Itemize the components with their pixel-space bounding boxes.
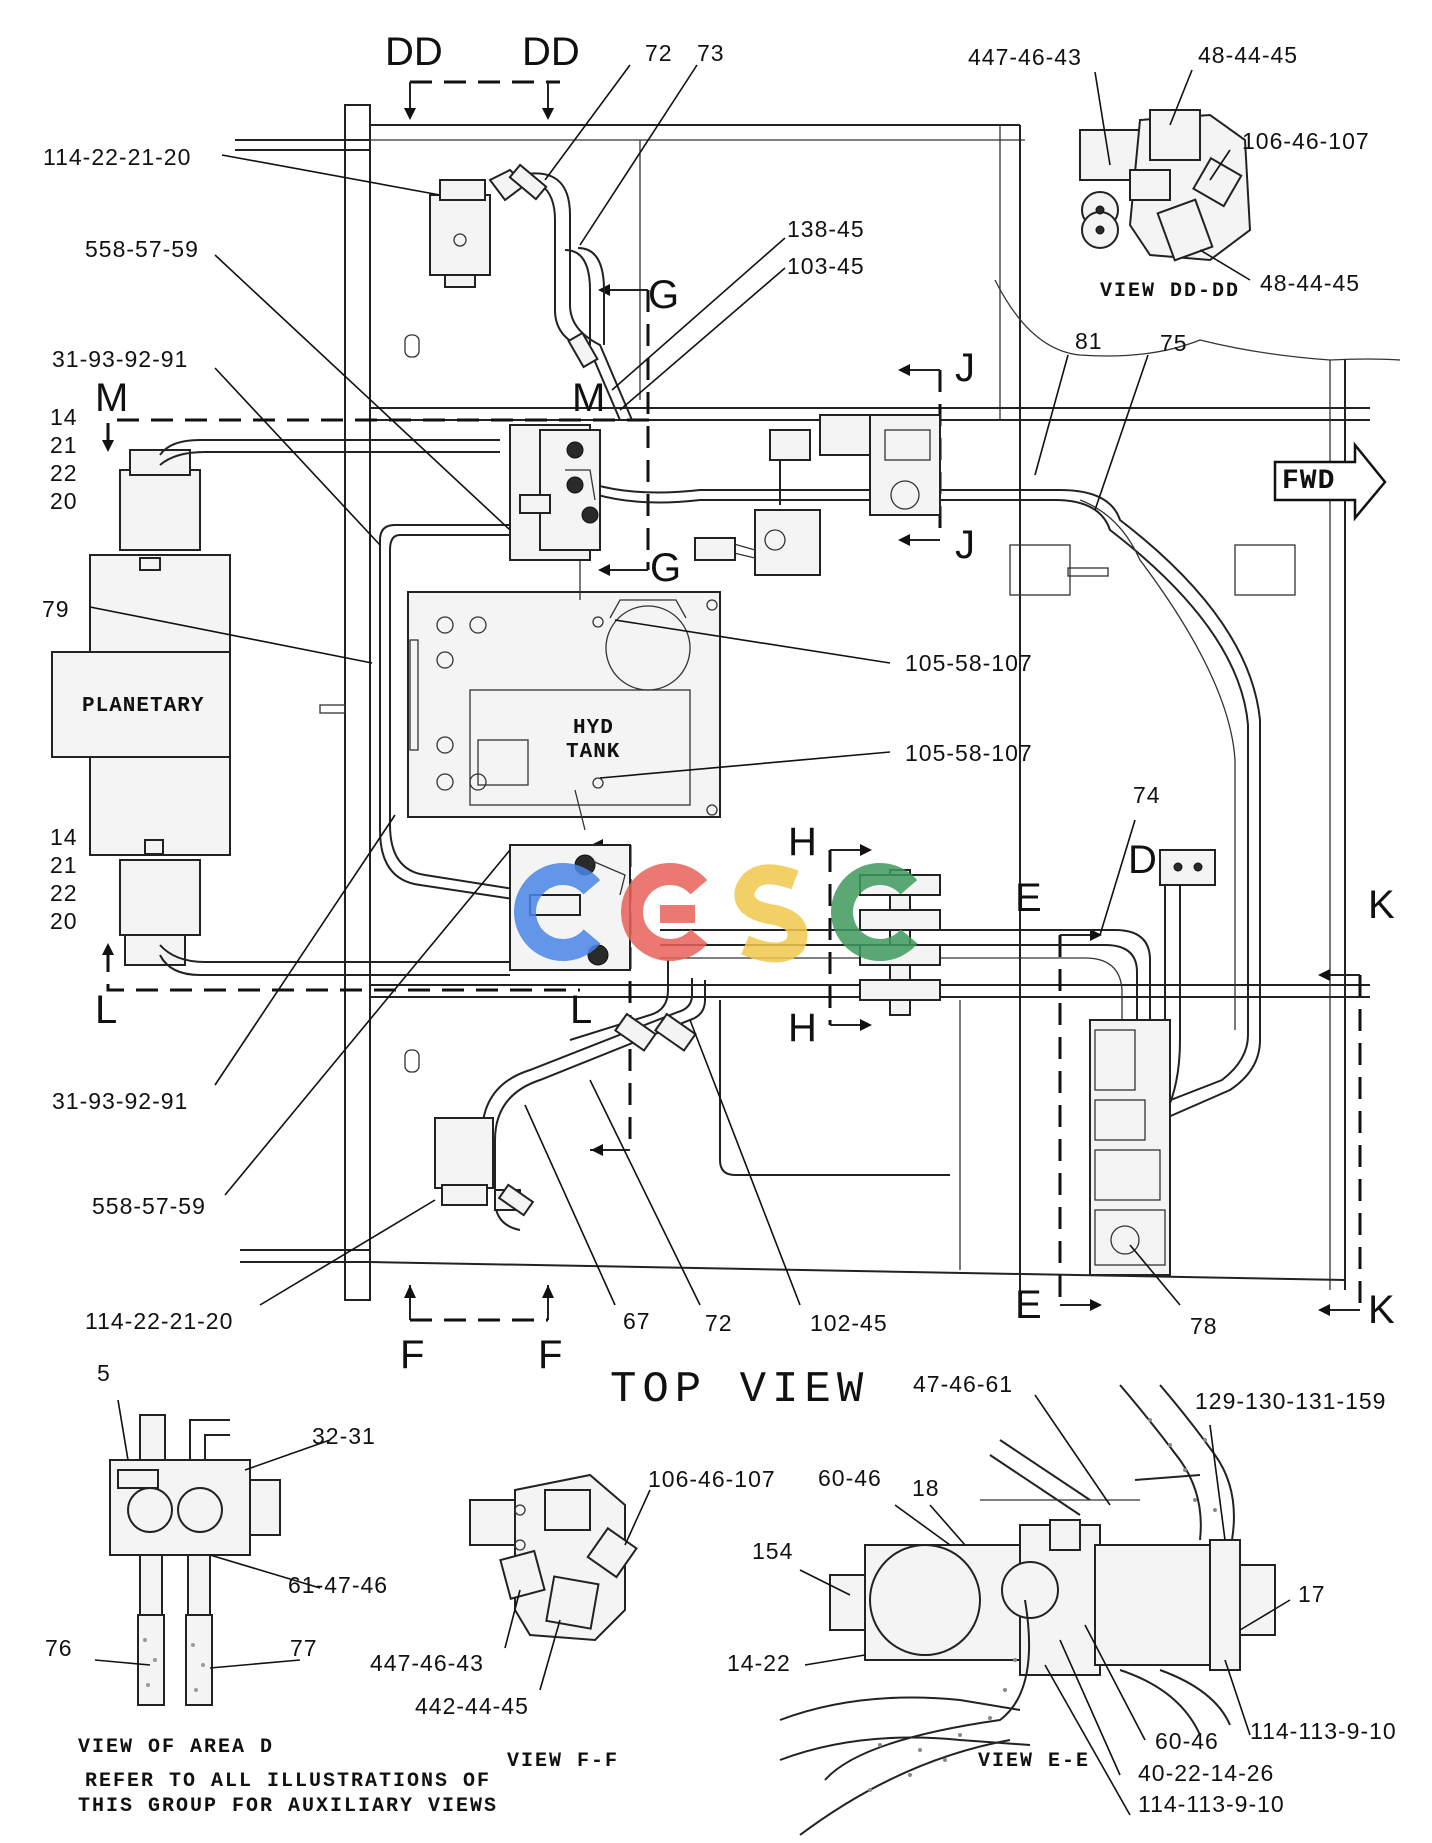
callout-17: 17	[1298, 1581, 1326, 1607]
callout-79: 79	[42, 596, 70, 622]
callout-106-46-107-ff: 106-46-107	[648, 1466, 776, 1492]
fwd-label: FWD	[1282, 466, 1336, 497]
callout-47-46-61: 47-46-61	[913, 1371, 1014, 1397]
callout-61-47-46: 61-47-46	[288, 1572, 389, 1598]
callout-48-44-45-top: 48-44-45	[1198, 42, 1299, 68]
planetary-drawing	[51, 449, 231, 966]
watermark-logo	[514, 863, 929, 963]
hyd-tank-label-line2: TANK	[566, 741, 621, 764]
section-l-left: L	[95, 988, 118, 1032]
callout-31-93-92-91-top: 31-93-92-91	[52, 346, 189, 372]
section-dd-left: DD	[385, 30, 443, 74]
callout-stack-top-22: 22	[50, 460, 78, 486]
section-dd-right: DD	[522, 30, 580, 74]
callout-76: 76	[45, 1635, 73, 1661]
callout-78: 78	[1190, 1313, 1218, 1339]
view-e-e-drawing	[779, 1384, 1276, 1836]
callout-stack-bottom-14: 14	[50, 824, 78, 850]
callout-40-22-14-26: 40-22-14-26	[1138, 1760, 1275, 1786]
callout-stack-top-21: 21	[50, 432, 78, 458]
section-m-left: M	[95, 376, 129, 420]
callout-stack-top-14: 14	[50, 404, 78, 430]
view-f-f-drawing	[469, 1473, 638, 1642]
section-g-top: G	[648, 273, 680, 317]
callout-5: 5	[97, 1360, 111, 1386]
note-line-2: THIS GROUP FOR AUXILIARY VIEWS	[78, 1795, 499, 1818]
callout-447-46-43-top: 447-46-43	[968, 44, 1082, 70]
callout-138-45: 138-45	[787, 216, 865, 242]
section-k-top: K	[1368, 883, 1395, 927]
callout-60-46-top: 60-46	[818, 1465, 882, 1491]
section-h-bottom: H	[788, 1006, 817, 1050]
callout-67: 67	[623, 1308, 651, 1334]
callout-114-113-9-10-right: 114-113-9-10	[1250, 1718, 1397, 1744]
callout-81: 81	[1075, 328, 1103, 354]
section-k-bottom: K	[1368, 1288, 1395, 1332]
caption-view-dd-dd: VIEW DD-DD	[1100, 280, 1241, 303]
caption-view-f-f: VIEW F-F	[507, 1750, 620, 1773]
section-f-right: F	[538, 1333, 563, 1377]
callout-77: 77	[290, 1635, 318, 1661]
callout-106-46-107-top: 106-46-107	[1242, 128, 1370, 154]
callout-447-46-43-ff: 447-46-43	[370, 1650, 484, 1676]
callout-18: 18	[912, 1475, 940, 1501]
callout-558-57-59-bottom: 558-57-59	[92, 1193, 206, 1219]
callout-73: 73	[697, 40, 725, 66]
callout-114-113-9-10-bottom: 114-113-9-10	[1138, 1791, 1285, 1817]
callout-stack-bottom-22: 22	[50, 880, 78, 906]
callout-32-31: 32-31	[312, 1423, 376, 1449]
callout-31-93-92-91-bottom: 31-93-92-91	[52, 1088, 189, 1114]
callout-105-58-107-a: 105-58-107	[905, 650, 1033, 676]
view-dd-dd-drawing	[1079, 109, 1252, 262]
caption-view-e-e: VIEW E-E	[978, 1750, 1091, 1773]
callout-72-bottom: 72	[705, 1310, 733, 1336]
callout-72-top: 72	[645, 40, 673, 66]
section-j-bottom: J	[955, 523, 975, 567]
top-view-title: TOP VIEW	[610, 1365, 870, 1415]
callout-48-44-45-mid: 48-44-45	[1260, 270, 1361, 296]
callout-105-58-107-b: 105-58-107	[905, 740, 1033, 766]
callout-102-45: 102-45	[810, 1310, 888, 1336]
callout-114-22-21-20-top: 114-22-21-20	[43, 144, 192, 170]
callout-558-57-59-top: 558-57-59	[85, 236, 199, 262]
section-f-left: F	[400, 1333, 425, 1377]
note-line-1: REFER TO ALL ILLUSTRATIONS OF	[85, 1770, 492, 1793]
callout-114-22-21-20-bottom: 114-22-21-20	[85, 1308, 234, 1334]
callout-129-130-131-159: 129-130-131-159	[1195, 1388, 1387, 1414]
callout-154: 154	[752, 1538, 794, 1564]
hydraulic-tank-drawing	[407, 591, 721, 818]
section-g-bottom: G	[650, 546, 682, 590]
callout-stack-bottom-20: 20	[50, 908, 78, 934]
caption-view-area-d: VIEW OF AREA D	[78, 1736, 275, 1759]
callout-60-46-bottom: 60-46	[1155, 1728, 1219, 1754]
fwd-arrow	[1273, 441, 1387, 522]
callout-442-44-45-ff: 442-44-45	[415, 1693, 529, 1719]
section-h-top: H	[788, 820, 817, 864]
callout-75: 75	[1160, 330, 1188, 356]
section-e-top: E	[1015, 876, 1042, 920]
callout-14-22: 14-22	[727, 1650, 791, 1676]
section-m-center: M	[572, 376, 606, 420]
section-e-bottom: E	[1015, 1283, 1042, 1327]
planetary-label: PLANETARY	[82, 695, 205, 718]
machine-frame	[235, 104, 1401, 1301]
callout-74: 74	[1133, 782, 1161, 808]
section-lines	[102, 80, 1362, 1322]
section-l-center: L	[570, 988, 593, 1032]
section-j-top: J	[955, 346, 975, 390]
section-d: D	[1128, 838, 1157, 882]
callout-leader-lines	[89, 64, 1291, 1816]
callout-103-45: 103-45	[787, 253, 865, 279]
hyd-tank-label-line1: HYD	[573, 717, 614, 740]
valve-components	[429, 163, 1216, 1276]
callout-stack-bottom-21: 21	[50, 852, 78, 878]
view-area-d-drawing	[109, 1414, 281, 1706]
callout-stack-top-20: 20	[50, 488, 78, 514]
